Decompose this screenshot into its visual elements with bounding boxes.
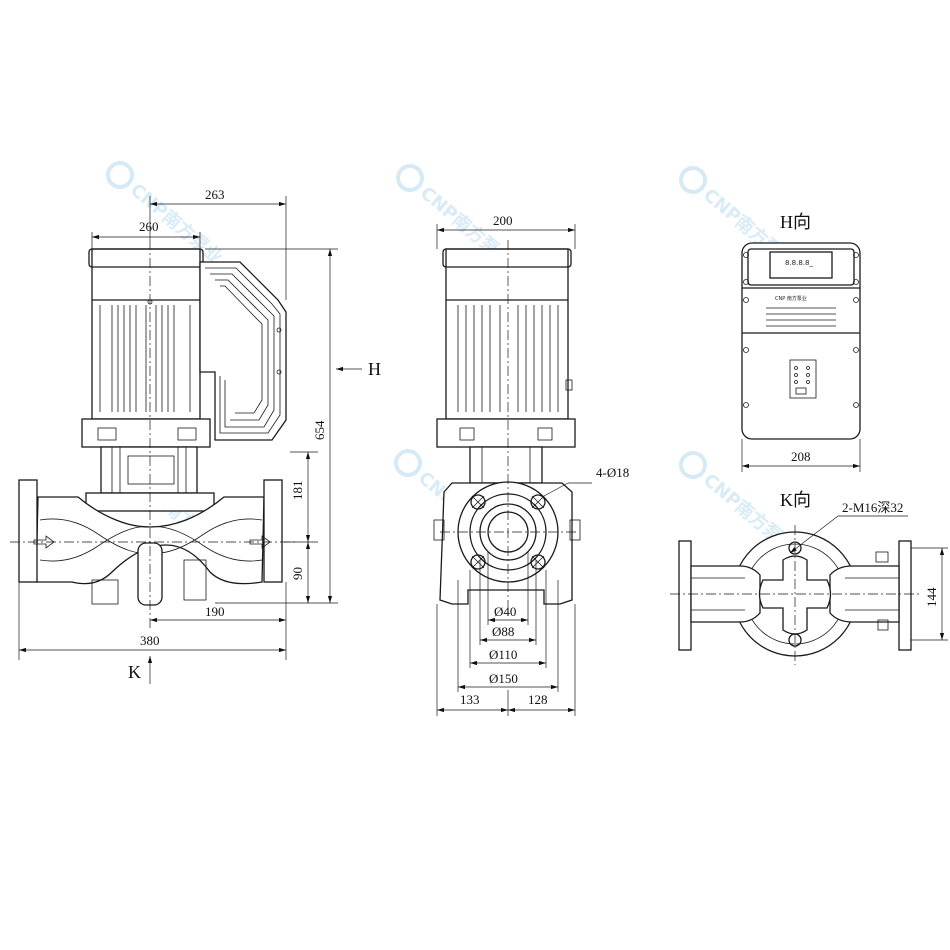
view-label-k: K: [128, 662, 141, 682]
dim-181: 181: [290, 481, 305, 501]
display-readout: 8.8.8.8_: [785, 259, 813, 267]
dim-dia-88: Ø88: [492, 624, 514, 639]
dim-208: 208: [791, 449, 811, 464]
side-dimensions: 200 4-Ø18 Ø40 Ø88 Ø110 Ø150: [436, 213, 629, 716]
display-window: [769, 251, 833, 279]
k-view-title: K向: [780, 490, 811, 510]
dim-dia-40: Ø40: [494, 604, 516, 619]
dim-4-holes-18: 4-Ø18: [596, 465, 629, 480]
controller-box-side: [199, 261, 287, 441]
dim-133: 133: [460, 692, 480, 707]
motor-fan-cover: [88, 248, 204, 268]
dim-263: 263: [205, 187, 225, 202]
indicator-leds: [794, 366, 810, 395]
nameplate-brand: CNP 南方泵业: [775, 295, 807, 302]
dim-dia-110: Ø110: [489, 647, 517, 662]
h-view-dimensions: 208: [741, 439, 861, 472]
flow-arrow-icon: [249, 535, 271, 549]
casing-boss: [758, 555, 832, 635]
k-view-dimensions: 2-M16深32 144: [789, 500, 948, 641]
outlet-flange: [263, 479, 283, 583]
dim-190: 190: [205, 604, 225, 619]
h-view: H向 8.8.8.8_ CNP 南方泵业: [741, 212, 861, 472]
motor-cooling-fins: [99, 305, 191, 412]
side-view: 200 4-Ø18 Ø40 Ø88 Ø110 Ø150: [433, 213, 629, 716]
dim-260: 260: [139, 219, 159, 234]
button-panel: [789, 359, 817, 399]
motor-bracket-flange: [81, 418, 211, 448]
inlet-flange: [18, 479, 38, 583]
dim-144: 144: [924, 587, 939, 607]
flange-bolt-holes: [470, 494, 546, 570]
threaded-hole: [788, 541, 802, 555]
view-arrow-h: H: [336, 359, 381, 379]
view-arrow-k: K: [128, 656, 153, 684]
dim-128: 128: [528, 692, 548, 707]
dim-90: 90: [290, 567, 305, 580]
front-view: 263 260 654 181 90 190 380 H: [10, 187, 381, 684]
coupling: [127, 455, 175, 485]
dim-200: 200: [493, 213, 513, 228]
dim-dia-150: Ø150: [489, 671, 518, 686]
nameplate: CNP 南方泵业: [766, 295, 836, 327]
outlet-flange: [898, 540, 912, 651]
controller-front: [741, 242, 861, 440]
k-view: K向 2-M16深32 144: [670, 490, 948, 665]
pump-casing-front: [18, 479, 283, 606]
h-view-title: H向: [780, 212, 811, 232]
flow-arrow-icon: [33, 535, 55, 549]
view-label-h: H: [368, 359, 381, 379]
front-dimensions: 263 260 654 181 90 190 380: [18, 187, 338, 660]
dim-654: 654: [312, 420, 327, 440]
inlet-flange: [678, 540, 692, 651]
dim-thread-m16: 2-M16深32: [842, 500, 903, 515]
coupling-bracket: [100, 446, 198, 494]
dim-380: 380: [140, 633, 160, 648]
motor-cooling-fins: [457, 305, 559, 412]
enclosure-screws: [743, 252, 859, 408]
